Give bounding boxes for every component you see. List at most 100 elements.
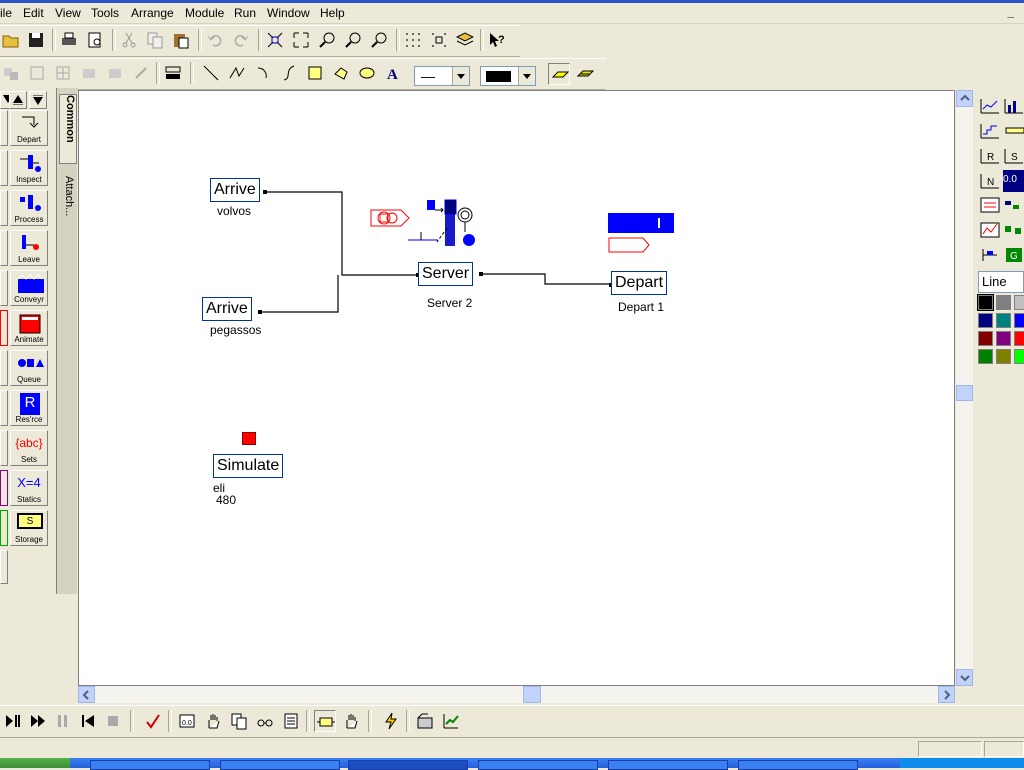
line-style-dropdown[interactable]: —	[414, 66, 470, 86]
chart-button[interactable]	[979, 220, 1003, 242]
polyline-tool-button[interactable]	[226, 62, 248, 84]
snap-grid-button[interactable]	[428, 29, 450, 51]
color-swatch[interactable]	[996, 295, 1011, 310]
taskbar-item[interactable]	[220, 760, 340, 770]
palette-stub[interactable]	[0, 350, 8, 386]
entity-picture-icon[interactable]	[369, 208, 413, 228]
palette-statics[interactable]: X=4 Statics	[10, 470, 48, 506]
color-swatch[interactable]	[1014, 349, 1024, 364]
start-over-button[interactable]	[77, 710, 99, 732]
menu-window[interactable]: Window	[267, 6, 310, 20]
grid-button[interactable]	[402, 29, 424, 51]
minimize-button[interactable]: _	[1007, 5, 1014, 19]
graph-button[interactable]	[440, 710, 462, 732]
menu-arrange[interactable]: Arrange	[131, 6, 174, 20]
color-swatch[interactable]	[1014, 295, 1024, 310]
number-button[interactable]: N	[979, 170, 1003, 192]
palette-process[interactable]: Process	[10, 190, 48, 226]
show-fill-button[interactable]	[548, 63, 570, 85]
go-button[interactable]	[2, 710, 24, 732]
palette-inspect[interactable]: Inspect	[10, 150, 48, 186]
global-button[interactable]: G	[1003, 245, 1024, 267]
menu-file[interactable]: ile	[0, 6, 13, 20]
scroll-up-button[interactable]	[956, 90, 973, 107]
value-button[interactable]: 0.0	[1003, 170, 1024, 192]
chevron-down-icon[interactable]	[452, 67, 469, 85]
box-tool-button[interactable]	[304, 62, 326, 84]
color-swatch[interactable]	[1014, 331, 1024, 346]
palette-storage[interactable]: S Storage	[10, 510, 48, 546]
fast-forward-button[interactable]	[27, 710, 49, 732]
palette-stub[interactable]	[0, 510, 8, 546]
line-color-dropdown[interactable]	[480, 66, 536, 86]
copy-button[interactable]	[144, 29, 166, 51]
scroll-right-button[interactable]	[938, 686, 955, 703]
animate-connections-button[interactable]	[380, 710, 402, 732]
taskbar-item[interactable]	[608, 760, 728, 770]
depart-block[interactable]: Depart	[611, 271, 668, 295]
ungroup-button[interactable]	[26, 62, 48, 84]
plot-button[interactable]	[979, 95, 1003, 117]
print-button[interactable]	[58, 29, 80, 51]
station-button[interactable]	[979, 245, 1003, 267]
vertical-scrollbar[interactable]	[956, 90, 973, 686]
palette-stub[interactable]	[0, 190, 8, 226]
context-help-button[interactable]: ?	[486, 29, 508, 51]
check-model-button[interactable]	[142, 710, 164, 732]
color-swatch[interactable]	[978, 349, 993, 364]
queue-animation-icon[interactable]	[607, 212, 677, 256]
palette-stub[interactable]	[0, 430, 8, 466]
stop-button[interactable]	[102, 710, 124, 732]
text-tool-button[interactable]: A	[382, 62, 404, 84]
palette-stub[interactable]	[0, 470, 8, 506]
horizontal-scroll-thumb[interactable]	[523, 686, 541, 703]
palette-sets[interactable]: {abc} Sets	[10, 430, 48, 466]
arrive-block-volvos[interactable]: Arrive	[210, 178, 260, 202]
color-swatch[interactable]	[978, 331, 993, 346]
paste-button[interactable]	[170, 29, 192, 51]
palette-depart[interactable]: Depart	[10, 110, 48, 146]
command-button[interactable]: 0.0	[176, 710, 198, 732]
undo-button[interactable]	[204, 29, 226, 51]
palette-stub[interactable]	[0, 550, 8, 584]
polygon-tool-button[interactable]	[330, 62, 352, 84]
show-pattern-button[interactable]	[574, 63, 596, 85]
state-button[interactable]: S	[1003, 145, 1024, 167]
palette-animate[interactable]: Animate	[10, 310, 48, 346]
palette-queue[interactable]: Queue	[10, 350, 48, 386]
scroll-down-button[interactable]	[956, 669, 973, 686]
menu-tools[interactable]: Tools	[91, 6, 120, 20]
tab-attach[interactable]: Attach...	[63, 176, 75, 217]
pause-button[interactable]	[52, 710, 74, 732]
palette-stub[interactable]	[0, 390, 8, 426]
arc-tool-button[interactable]	[252, 62, 274, 84]
palette-conveyor[interactable]: Conveyr	[10, 270, 48, 306]
palette-scroll-up[interactable]	[9, 91, 27, 109]
clock-button[interactable]	[979, 195, 1003, 217]
sub-model-button[interactable]	[414, 710, 436, 732]
arrive-block-pegassos[interactable]: Arrive	[202, 297, 252, 321]
start-button[interactable]	[0, 758, 70, 768]
expand-button[interactable]	[290, 29, 312, 51]
histogram-button[interactable]	[1003, 95, 1024, 117]
color-swatch[interactable]	[977, 294, 994, 311]
taskbar-item[interactable]	[348, 760, 468, 770]
scroll-left-button[interactable]	[78, 686, 95, 703]
zoom-in-button[interactable]	[316, 29, 338, 51]
hand-button[interactable]	[202, 710, 224, 732]
color-swatch[interactable]	[978, 313, 993, 328]
server-animation-icon[interactable]	[407, 198, 477, 253]
route-button[interactable]	[1003, 220, 1024, 242]
save-button[interactable]	[25, 29, 47, 51]
bar-button[interactable]	[1003, 120, 1024, 142]
edit-points-button[interactable]	[130, 62, 152, 84]
zoom-button[interactable]	[368, 29, 390, 51]
line-tool-button[interactable]	[200, 62, 222, 84]
variable-button[interactable]	[1003, 195, 1024, 217]
color-swatch[interactable]	[996, 313, 1011, 328]
report-button[interactable]	[280, 710, 302, 732]
connect-button[interactable]	[314, 710, 336, 732]
tab-common[interactable]: Common	[59, 94, 77, 164]
menu-help[interactable]: Help	[320, 6, 345, 20]
menu-edit[interactable]: Edit	[23, 6, 44, 20]
